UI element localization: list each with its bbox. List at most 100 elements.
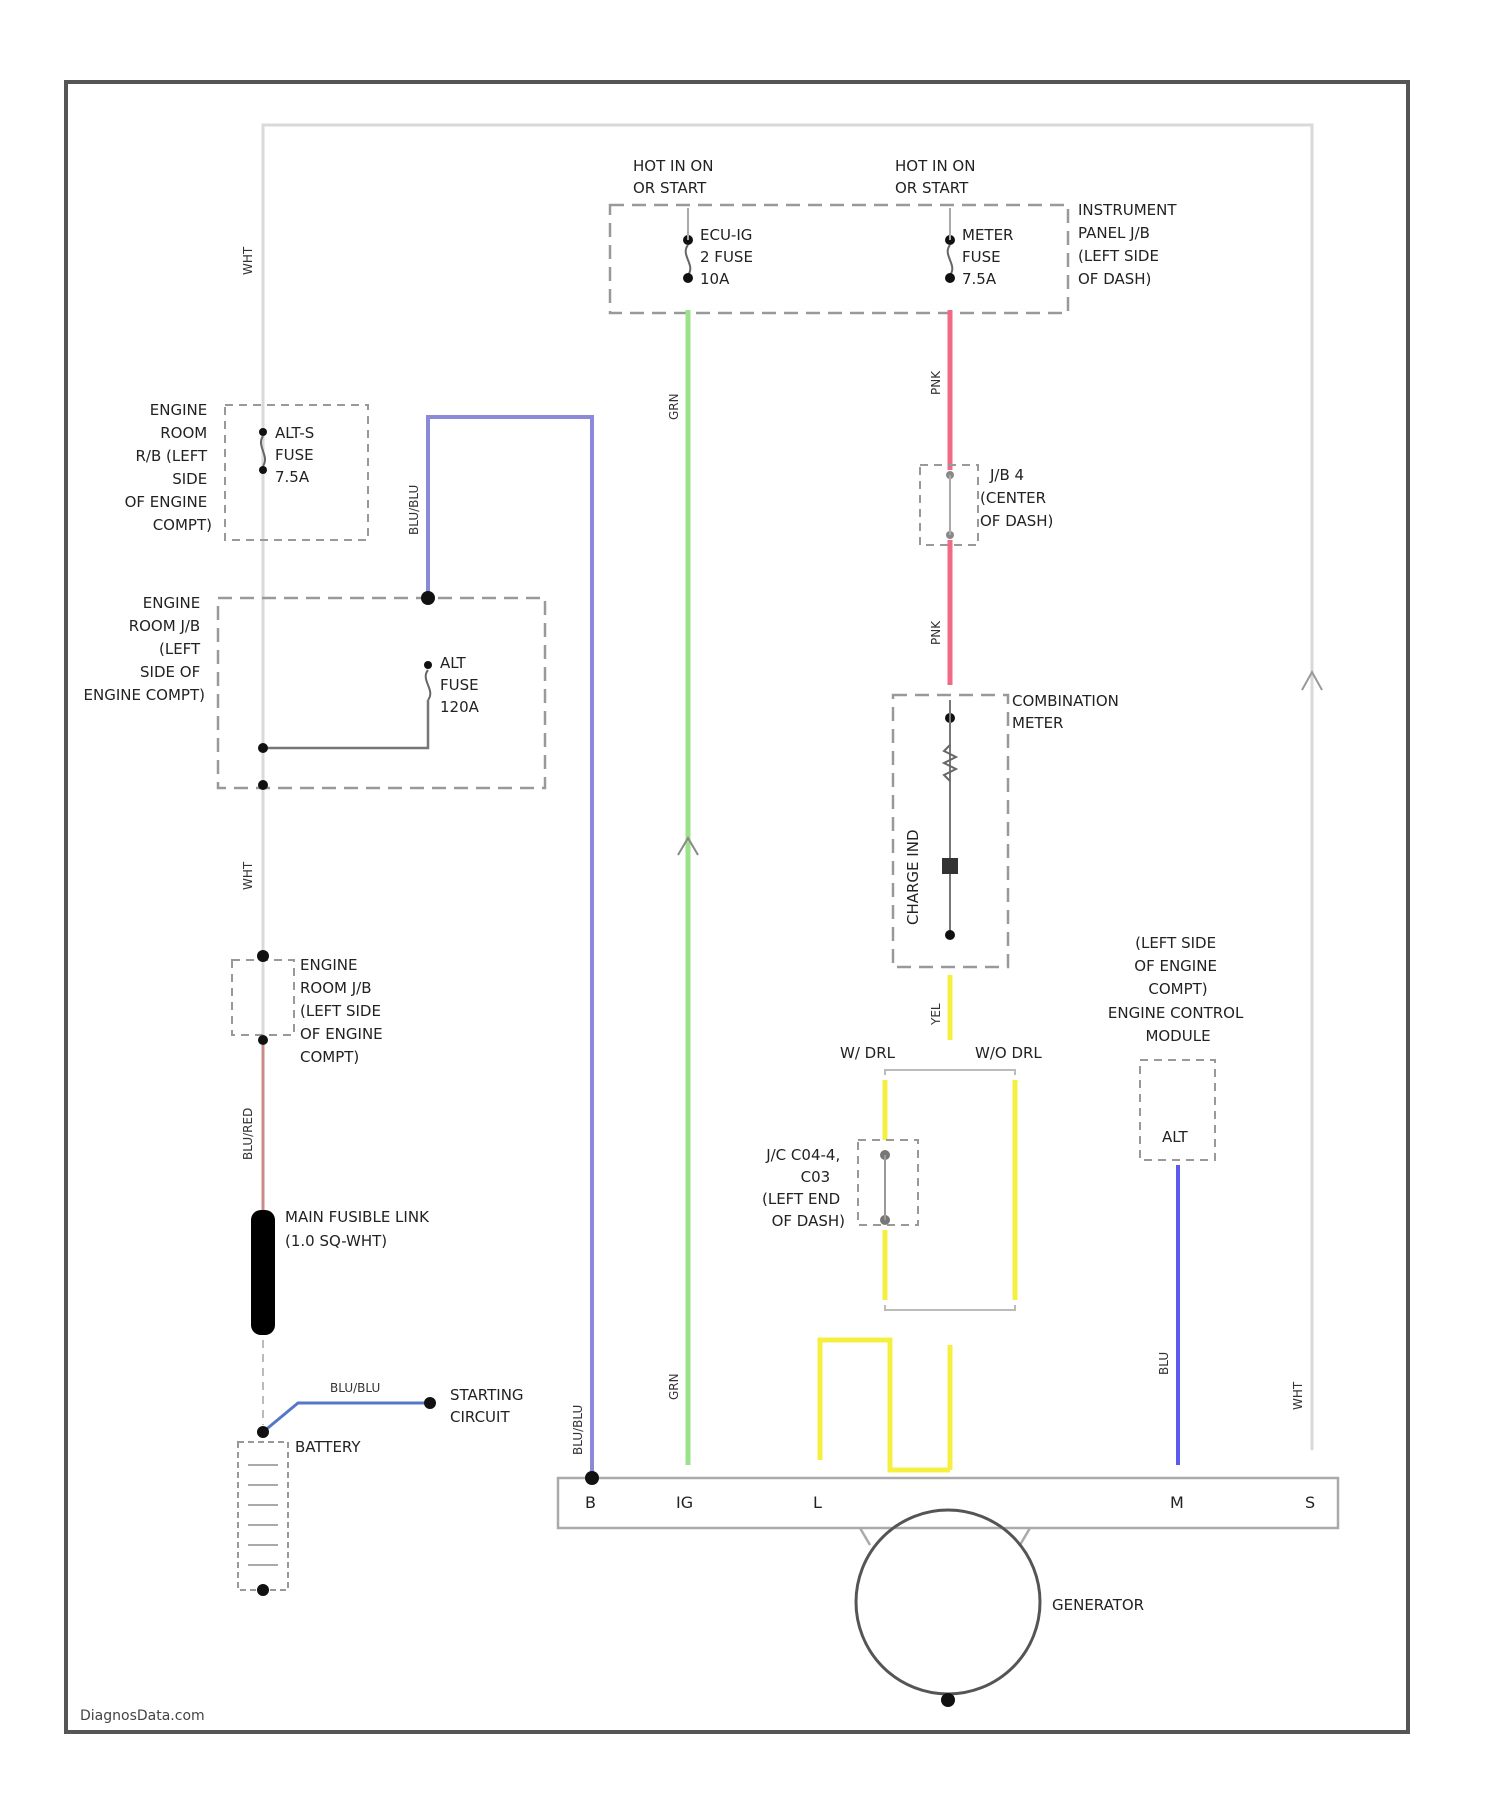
pin-b: B [585,1493,596,1512]
jb2-node-top [257,950,269,962]
cm-line-2: METER [1012,714,1063,732]
wire-label-yel: YEL [929,1003,943,1026]
alt-s-line-2: FUSE [275,446,314,464]
jc-line-3: (LEFT END [762,1190,840,1208]
erjb1-line-2: ROOM J/B [129,617,201,635]
wire-label-pnk-1: PNK [929,370,943,395]
alt-fuse-top-node [421,591,435,605]
alt-s-fuse-bottom-node [259,466,267,474]
erjb2-line-5: COMPT) [300,1048,359,1066]
charge-ind-lamp [942,858,958,874]
hot-label-1: HOT IN ON OR START [633,157,718,197]
erjb1-line-1: ENGINE [143,594,200,612]
wo-drl-label: W/O DRL [975,1044,1042,1062]
hot-label-1-line-2: OR START [633,179,707,197]
ipjb-line-1: INSTRUMENT [1078,201,1177,219]
ecu-ig-fuse-bottom-node [683,273,693,283]
main-fusible-link-label: MAIN FUSIBLE LINK (1.0 SQ-WHT) [285,1208,434,1250]
instrument-panel-jb-label: INSTRUMENT PANEL J/B (LEFT SIDE OF DASH) [1078,201,1181,288]
wire-label-pnk-2: PNK [929,620,943,645]
errb-line-6: COMPT) [153,516,212,534]
ipjb-line-4: OF DASH) [1078,270,1151,288]
ecm-loc-line-1: (LEFT SIDE [1135,934,1216,952]
generator-connector [558,1478,1338,1528]
mfl-line-1: MAIN FUSIBLE LINK [285,1208,430,1226]
ecm-loc-line-3: COMPT) [1148,980,1207,998]
watermark: DiagnosData.com [80,1708,205,1724]
cm-line-1: COMBINATION [1012,692,1119,710]
errb-line-2: ROOM [160,424,207,442]
pin-ig: IG [676,1493,693,1512]
alt-s-line-3: 7.5A [275,468,310,486]
jc-line-1: J/C C04-4, [765,1146,840,1164]
jc-line-4: OF DASH) [772,1212,845,1230]
charge-ind-label: CHARGE IND [904,829,922,925]
wire-label-wht-top: WHT [241,246,255,275]
erjb2-line-4: OF ENGINE [300,1025,383,1043]
ecu-ig-fuse-label: ECU-IG 2 FUSE 10A [700,226,758,288]
sc-line-2: CIRCUIT [450,1408,510,1426]
jb4-line-2: (CENTER [980,489,1046,507]
alt-s-line-1: ALT-S [275,424,314,442]
alt-fuse-label: ALT FUSE 120A [440,654,483,716]
jc-connector-label: J/C C04-4, C03 (LEFT END OF DASH) [762,1146,845,1230]
erjb2-line-2: ROOM J/B [300,979,372,997]
meter-fuse-bottom-node [945,273,955,283]
errb-line-1: ENGINE [150,401,207,419]
meter-fuse-label: METER FUSE 7.5A [962,226,1018,288]
yellow-wire-l-loop [820,1340,950,1470]
jb2-node-bottom [258,1035,268,1045]
errb-line-4: SIDE [172,470,207,488]
hot-label-2-line-1: HOT IN ON [895,157,975,175]
wire-label-blu-blu: BLU/BLU [407,485,421,535]
alt-s-fuse-label: ALT-S FUSE 7.5A [275,424,319,486]
errb-line-5: OF ENGINE [125,493,208,511]
ecu-ig-line-3: 10A [700,270,730,288]
hot-label-2: HOT IN ON OR START [895,157,980,197]
engine-room-jb-1-label: ENGINE ROOM J/B (LEFT SIDE OF ENGINE COM… [84,594,206,704]
engine-room-jb-box [218,598,545,788]
blue-wire-starting-circuit [263,1403,430,1432]
ecm-location-label: (LEFT SIDE OF ENGINE COMPT) [1134,934,1221,998]
erjb1-line-5: ENGINE COMPT) [84,686,206,704]
alt-fuse-bottom-path [263,700,428,748]
battery-cells [248,1465,278,1565]
pin-m: M [1170,1493,1184,1512]
battery-positive-node [257,1426,269,1438]
wire-label-blu-blu-gen: BLU/BLU [571,1405,585,1455]
pin-s: S [1305,1493,1315,1512]
meter-fuse-line-1: METER [962,226,1013,244]
engine-room-rb-label: ENGINE ROOM R/B (LEFT SIDE OF ENGINE COM… [125,401,212,534]
w-drl-label: W/ DRL [840,1044,896,1062]
engine-room-jb-2-label: ENGINE ROOM J/B (LEFT SIDE OF ENGINE COM… [300,956,387,1066]
mfl-line-2: (1.0 SQ-WHT) [285,1232,387,1250]
meter-fuse-line-2: FUSE [962,248,1001,266]
b-terminal-node [585,1471,599,1485]
yellow-branch-bottom [885,1305,1015,1310]
wire-label-blu-blu-bat: BLU/BLU [330,1381,380,1395]
blue-wire-b-terminal [428,417,592,1478]
generator-symbol[interactable] [856,1510,1040,1694]
ecm-name-label: ENGINE CONTROL MODULE [1108,1004,1248,1045]
meter-fuse-symbol [948,245,953,275]
wire-label-grn-top: GRN [667,393,681,420]
generator-ground-node [941,1693,955,1707]
erjb2-line-3: (LEFT SIDE [300,1002,381,1020]
hot-label-2-line-2: OR START [895,179,969,197]
jb4-label: J/B 4 (CENTER OF DASH) [980,466,1053,530]
battery-label: BATTERY [295,1438,361,1456]
alt-fuse-line-1: ALT [440,654,467,672]
ecm-name-line-2: MODULE [1145,1027,1210,1045]
errb-line-3: R/B (LEFT [135,447,208,465]
erjb1-line-4: SIDE OF [140,663,200,681]
starting-circuit-node [424,1397,436,1409]
wire-label-blu-ecm: BLU [1157,1352,1171,1375]
ecu-ig-line-2: 2 FUSE [700,248,753,266]
ecu-ig-fuse-symbol [686,245,691,275]
yellow-branch-top [885,1070,1015,1075]
generator-label: GENERATOR [1052,1596,1144,1614]
erjb2-line-1: ENGINE [300,956,357,974]
battery-ground-node [257,1584,269,1596]
combination-meter-label: COMBINATION METER [1012,692,1124,732]
